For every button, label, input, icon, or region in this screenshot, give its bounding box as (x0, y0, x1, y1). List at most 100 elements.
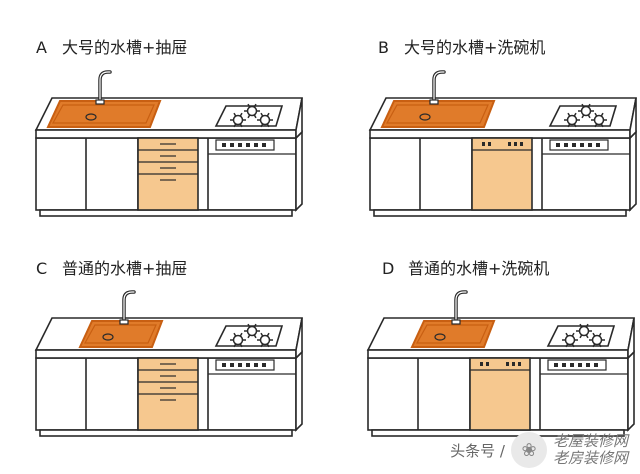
oven-knob-icon (222, 363, 226, 367)
oven-knob-icon (222, 143, 226, 147)
burner-grate (598, 343, 602, 348)
burner-grate (571, 332, 575, 337)
oven-knob-icon (246, 363, 250, 367)
faucet-base (119, 319, 129, 325)
burner-grate (573, 112, 577, 117)
dishwasher-button-icon (514, 142, 517, 146)
oven-knob-icon (238, 363, 242, 367)
dishwasher (469, 357, 531, 431)
burner-grate (594, 123, 598, 128)
burner-grate (567, 123, 571, 128)
oven-control-panel (547, 359, 607, 371)
burner-grate (565, 332, 569, 337)
sink-inner-rim (385, 104, 489, 124)
panel-label-b: B 大号的水槽+洗碗机 (378, 34, 545, 58)
dishwasher-button-icon (482, 142, 485, 146)
dishwasher-button-icon (508, 142, 511, 146)
burner-grate (266, 123, 270, 128)
faucet-base (451, 319, 461, 325)
oven-knob-icon (564, 143, 568, 147)
kitchen-panel-a (34, 70, 303, 217)
sink-basin (78, 320, 164, 348)
faucet-highlight (455, 291, 467, 323)
burner-grate (247, 323, 251, 328)
countertop-edge (369, 129, 631, 139)
oven-knob-icon (572, 143, 576, 147)
burner-grate (260, 123, 264, 128)
burner-grate (567, 112, 571, 117)
sink-drain-icon (434, 333, 446, 341)
countertop-edge (35, 129, 297, 139)
burner-grate (573, 123, 577, 128)
oven-knob-icon (588, 143, 592, 147)
kitchen-panel-d (366, 290, 635, 437)
oven-knob-icon (254, 363, 258, 367)
oven-knob-icon (596, 143, 600, 147)
sink-basin (380, 100, 496, 128)
cabinet-side (295, 350, 303, 432)
burner-grate (233, 112, 237, 117)
faucet-base (429, 99, 439, 105)
panel-title: 大号的水槽+洗碗机 (404, 38, 546, 57)
burner-grate (239, 112, 243, 117)
burner-grate (247, 103, 251, 108)
burner-grate (260, 343, 264, 348)
burner-grate (260, 112, 264, 117)
countertop-side (627, 317, 635, 360)
panel-label-d: D 普通的水槽+洗碗机 (382, 255, 549, 279)
burner-grate (253, 114, 257, 119)
oven-control-panel (549, 139, 609, 151)
panel-letter: B (378, 38, 389, 57)
oven-knob-icon (246, 143, 250, 147)
burner-grate (600, 123, 604, 128)
oven-control-panel (215, 359, 275, 371)
kitchen-panel-b (368, 70, 637, 217)
panel-title: 普通的水槽+洗碗机 (408, 259, 550, 278)
countertop-edge (35, 349, 297, 359)
sink-drain-icon (85, 113, 97, 121)
oven-knob-icon (262, 363, 266, 367)
oven-knob-icon (570, 363, 574, 367)
burner-grate (260, 332, 264, 337)
countertop-side (295, 317, 303, 360)
burner-grate (233, 123, 237, 128)
faucet-highlight (433, 71, 445, 103)
burner-grate (239, 123, 243, 128)
burner-grate (239, 332, 243, 337)
dishwasher-button-icon (520, 142, 523, 146)
watermark: 头条号 / ❀ 老屋装修网 老房装修网 (450, 432, 628, 468)
oven-knob-icon (556, 143, 560, 147)
burner-grate (565, 343, 569, 348)
cabinet-side (629, 130, 637, 212)
burner-grate (253, 103, 257, 108)
burner-grate (594, 112, 598, 117)
countertop-edge (367, 349, 629, 359)
oven-knob-icon (230, 363, 234, 367)
sink-drain-icon (102, 333, 114, 341)
countertop-side (629, 97, 637, 140)
sink-inner-rim (83, 324, 157, 344)
countertop-side (295, 97, 303, 140)
cabinet-plinth (39, 429, 293, 437)
dishwasher-button-icon (480, 362, 483, 366)
burner-grate (266, 332, 270, 337)
panel-letter: C (36, 259, 48, 278)
oven-knob-icon (578, 363, 582, 367)
oven-knob-icon (238, 143, 242, 147)
watermark-name-top: 老屋装修网 (552, 432, 628, 450)
watermark-names: 老屋装修网 老房装修网 (553, 433, 628, 467)
oven-knob-icon (586, 363, 590, 367)
cabinet-plinth (39, 209, 293, 217)
dishwasher-button-icon (486, 362, 489, 366)
watermark-logo-icon: ❀ (510, 432, 547, 468)
burner-grate (579, 323, 583, 328)
burner-grate (585, 323, 589, 328)
dishwasher-button-icon (506, 362, 509, 366)
panel-letter: A (36, 38, 47, 57)
panel-title: 大号的水槽+抽屉 (62, 38, 188, 57)
panel-letter: D (382, 259, 395, 278)
burner-grate (581, 103, 585, 108)
oven-knob-icon (254, 143, 258, 147)
burner-grate (587, 103, 591, 108)
